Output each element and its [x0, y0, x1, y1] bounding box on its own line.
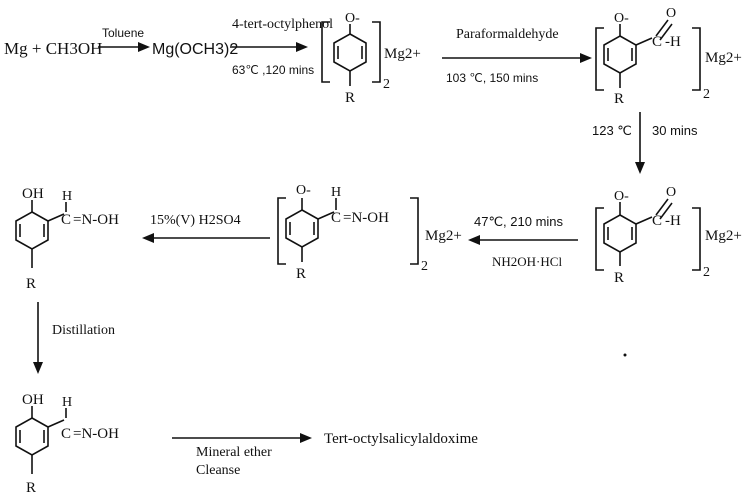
oxime-group: =N-OH: [73, 212, 119, 228]
condition-63c-120min: 63℃ ,120 mins: [232, 63, 314, 77]
arrow-step7: [33, 302, 43, 374]
atom-h: -H: [665, 213, 681, 229]
stray-dot: [623, 353, 627, 357]
atom-c: C: [652, 213, 662, 229]
atom-r: R: [614, 270, 624, 286]
intermediate-mg-methoxide: Mg(OCH3)2: [152, 41, 238, 58]
condition-hydroxylamine: NH2OH·HCl: [492, 254, 562, 269]
final-product: Tert-octylsalicylaldoxime: [324, 431, 478, 447]
magnesium-ion: Mg2+: [425, 228, 462, 244]
atom-c: C: [652, 34, 662, 50]
condition-paraformaldehyde: Paraformaldehyde: [456, 27, 559, 42]
condition-30min: 30 mins: [652, 123, 698, 138]
magnesium-ion: Mg2+: [384, 46, 421, 62]
condition-47c-210min: 47℃, 210 mins: [474, 214, 564, 229]
arrow-step5: [468, 235, 578, 245]
atom-c: C: [331, 210, 341, 226]
atom-h: H: [62, 395, 72, 410]
atom-oh: OH: [22, 186, 44, 202]
atom-r: R: [26, 276, 36, 292]
condition-toluene: Toluene: [102, 26, 144, 40]
atom-o: O: [666, 185, 676, 200]
reactant-mg-methanol: Mg + CH3OH: [4, 39, 102, 58]
condition-distillation: Distillation: [52, 323, 115, 338]
condition-123c: 123 ℃: [592, 123, 632, 138]
arrow-step2: [230, 42, 308, 52]
condition-4-tert-octylphenol: 4-tert-octylphenol: [232, 17, 333, 32]
arrow-step6: [142, 233, 270, 243]
atom-o: O: [666, 6, 676, 21]
atom-o-minus: O-: [614, 189, 629, 204]
atom-c: C: [61, 212, 71, 228]
atom-r: R: [614, 91, 624, 107]
tert-octylsalicylaldoxime-crude: [15, 200, 67, 268]
atom-o-minus: O-: [345, 11, 360, 26]
subscript-2: 2: [703, 87, 710, 102]
atom-c: C: [61, 426, 71, 442]
condition-103c-150min: 103 ℃, 150 mins: [446, 71, 538, 85]
arrow-step1: [98, 42, 150, 52]
subscript-2: 2: [383, 77, 390, 92]
magnesium-ion: Mg2+: [705, 50, 742, 66]
atom-o-minus: O-: [296, 183, 311, 198]
atom-h: H: [62, 189, 72, 204]
subscript-2: 2: [421, 259, 428, 274]
condition-mineral-ether: Mineral ether: [196, 445, 272, 460]
atom-o-minus: O-: [614, 11, 629, 26]
atom-h: H: [331, 185, 341, 200]
oxime-group: =N-OH: [343, 210, 389, 226]
tert-octylsalicylaldoxime-pure: [15, 406, 67, 474]
atom-h: -H: [665, 34, 681, 50]
magnesium-salicylaldehyde-middle: [595, 198, 701, 271]
magnesium-ion: Mg2+: [705, 228, 742, 244]
arrow-step4: [635, 112, 645, 174]
oxime-group: =N-OH: [73, 426, 119, 442]
condition-sulfuric-acid: 15%(V) H2SO4: [150, 213, 241, 228]
atom-r: R: [345, 90, 355, 106]
magnesium-oxime-salt: [277, 197, 419, 265]
magnesium-phenoxide: [321, 21, 381, 86]
atom-oh: OH: [22, 392, 44, 408]
arrow-step8: [172, 433, 312, 443]
subscript-2: 2: [703, 265, 710, 280]
atom-r: R: [26, 480, 36, 496]
atom-r: R: [296, 266, 306, 282]
condition-cleanse: Cleanse: [196, 463, 240, 478]
arrow-step3: [442, 53, 592, 63]
magnesium-salicylaldehyde-top: [595, 19, 701, 91]
